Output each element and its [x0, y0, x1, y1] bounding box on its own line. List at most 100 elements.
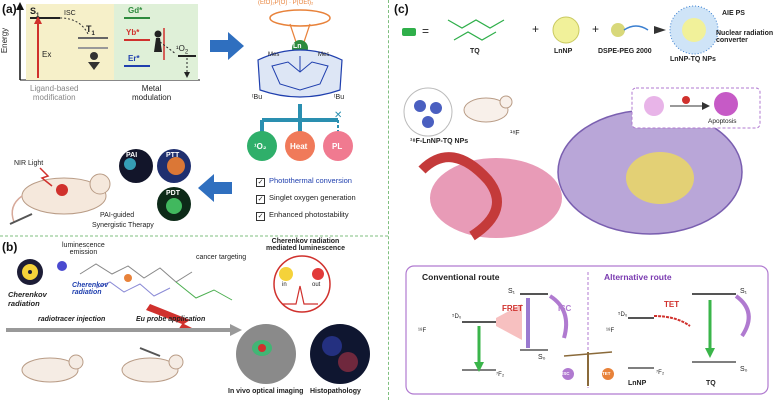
cr-mediated-label: Cherenkov radiation mediated luminescenc… — [266, 238, 345, 252]
np-dot-3 — [422, 116, 434, 128]
tet-path — [653, 315, 691, 327]
eu-probe-label: Eu probe application — [136, 316, 206, 323]
invivo-hotspot — [258, 344, 266, 352]
aie-ps-label: AIE PS — [722, 10, 745, 17]
corrole-ring — [271, 61, 329, 91]
alt-isc-curve — [734, 294, 751, 338]
apoptosis-label: Apoptosis — [708, 118, 737, 125]
tbu-label-1: ᵗBu — [252, 94, 263, 101]
mouse-tail — [11, 195, 23, 223]
nir-light-label: NIR Light — [14, 160, 44, 167]
check-photothermal: ✓Photothermal conversion — [256, 176, 352, 187]
inset-spectrum — [282, 285, 318, 305]
np-inset-circle — [403, 87, 453, 137]
nucleus — [626, 152, 694, 204]
output-o2: ¹O₂ — [254, 142, 267, 151]
check-photostability: ✓Enhanced photostability — [256, 210, 349, 221]
fret-label: FRET — [502, 304, 523, 313]
nuclear-label: Nuclear radiation converter — [716, 30, 774, 44]
blue-arrow-right — [210, 32, 244, 60]
cancer-targeting-label: cancer targeting — [196, 254, 247, 261]
lnnp-sphere — [552, 16, 580, 44]
plus-1: + — [532, 22, 540, 36]
figure-body — [88, 62, 100, 70]
lnnp-label: LnNP — [554, 48, 573, 55]
panel-c-graphics — [402, 5, 769, 395]
ligand-label: Ligand-based modification — [30, 84, 79, 102]
equation-arrow — [654, 26, 666, 34]
check-label: Photothermal conversion — [269, 176, 352, 185]
panel-a-tag: (a) — [2, 2, 17, 16]
invivo-label: In vivo optical imaging — [228, 388, 304, 395]
blood-vessel — [418, 152, 502, 241]
out-label: out — [312, 282, 321, 288]
radiation-center — [28, 270, 32, 274]
gd-label: Gd* — [128, 6, 143, 15]
ln-label: Ln — [293, 43, 302, 50]
conv-7f2-label: ⁷F₂ — [496, 372, 505, 378]
apoptosis-arrow-head — [702, 102, 710, 110]
runner-body — [154, 38, 162, 52]
balance-beam — [563, 351, 613, 357]
dspe-tail — [623, 25, 649, 31]
inset-radiation — [279, 267, 293, 281]
f18-np-label: ¹⁸F-LnNP-TQ NPs — [410, 138, 469, 145]
energy-label: Energy — [0, 27, 10, 54]
inset-bulb — [312, 268, 324, 280]
pai-signal — [124, 158, 136, 170]
syringe — [9, 213, 33, 225]
energy-transfer — [159, 41, 177, 55]
therapy-line-2: Synergistic Therapy — [92, 222, 154, 229]
mes-label-1: Mes — [268, 52, 280, 58]
energy-axis-arrow — [16, 2, 24, 10]
mouse-2-head — [168, 354, 184, 370]
cherenkov-label-2: Cherenkov radiation — [72, 282, 109, 296]
runner-head — [154, 30, 162, 38]
tq-label: TQ — [470, 48, 480, 55]
blue-arrow-left — [198, 174, 232, 202]
check-label: Enhanced photostability — [269, 210, 349, 219]
o2-label-sub: 2 — [184, 49, 189, 56]
output-heat: Heat — [290, 142, 308, 151]
mes-label-2: Mes — [318, 52, 330, 58]
eu-center — [124, 274, 132, 282]
histo-circle — [310, 324, 370, 384]
t1-label-sub: 1 — [91, 30, 95, 37]
fret-beam — [496, 304, 522, 340]
probe-skeleton-2 — [95, 281, 171, 297]
panel-b: (b) Cherenkov radiation luminescence emi… — [0, 238, 388, 400]
mouse-1 — [21, 357, 79, 383]
probe-skeleton — [79, 263, 193, 283]
t1-label-main: T — [86, 24, 92, 34]
pai-label: PAI — [126, 152, 138, 159]
ligand-region — [26, 4, 114, 80]
tq-chip-icon — [402, 28, 416, 36]
in-label: in — [282, 282, 287, 288]
conv-emission-head — [474, 362, 484, 372]
bulb-icon — [57, 261, 67, 271]
s1-label-main: S — [30, 6, 37, 16]
isc-curve — [548, 294, 569, 339]
conventional-label: Conventional route — [422, 272, 500, 282]
tet-label: TET — [664, 300, 680, 309]
mouse-head — [89, 173, 111, 195]
nir-zap — [39, 167, 53, 187]
panel-c: (c) = + + TQ LnNP DSPE-PEG 2000 LnNP-TQ … — [392, 0, 774, 400]
tq-structure-2 — [453, 31, 497, 41]
cherenkov-label-1: Cherenkov radiation — [8, 290, 47, 308]
tumor — [56, 184, 68, 196]
isc-label: ISC — [64, 10, 76, 17]
divider-bc — [388, 0, 389, 400]
alt-s1-label: S₁ — [740, 288, 748, 295]
conv-s1-label: S₁ — [508, 288, 516, 295]
panel-c-tag: (c) — [394, 2, 409, 16]
s1-label: S1 — [30, 6, 39, 19]
lnnp-tq-label: LnNP-TQ NPs — [670, 56, 716, 63]
isc-route-label: ISC — [558, 304, 572, 313]
ex-label: Ex — [42, 50, 52, 59]
alt-7f2-label: ⁷F₂ — [656, 370, 665, 376]
check-label: Singlet oxygen generation — [269, 193, 356, 202]
figure-head — [90, 52, 98, 60]
ligand-bond-1 — [289, 23, 297, 43]
corrole-core — [257, 49, 343, 98]
